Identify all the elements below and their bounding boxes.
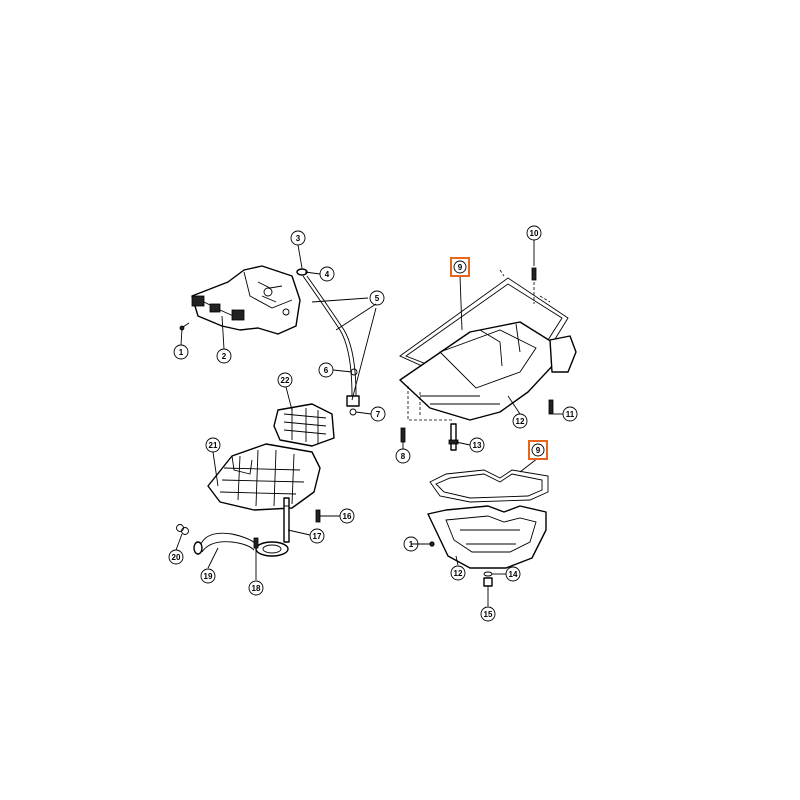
- bolt-part-18: [253, 537, 259, 549]
- callout-21: 21: [205, 437, 221, 453]
- drain-plug: [483, 577, 493, 587]
- lower-oil-pan: [427, 505, 547, 569]
- callout-10: 10: [526, 225, 542, 241]
- callout-1-left: 1: [173, 344, 189, 360]
- leader-lines: [175, 240, 563, 606]
- bolt-part-13: [448, 423, 459, 451]
- bolt-part-1-left: [179, 322, 190, 331]
- callout-6: 6: [318, 362, 334, 378]
- bedplate: [207, 443, 321, 511]
- svg-text:9: 9: [536, 446, 541, 455]
- svg-text:5: 5: [375, 294, 380, 303]
- callout-9-top-highlighted: 9: [450, 257, 470, 277]
- bolt-part-11: [548, 399, 554, 415]
- svg-text:4: 4: [325, 270, 330, 279]
- svg-text:10: 10: [530, 229, 539, 238]
- callout-1-right: 1: [403, 536, 419, 552]
- callout-11: 11: [562, 406, 578, 422]
- callout-7: 7: [370, 406, 386, 422]
- callout-2: 2: [216, 348, 232, 364]
- callout-3: 3: [290, 230, 306, 246]
- lower-oil-pan-gasket: [429, 469, 549, 503]
- svg-text:12: 12: [454, 569, 463, 578]
- svg-text:2: 2: [222, 352, 227, 361]
- callout-22: 22: [277, 372, 293, 388]
- callout-5: 5: [369, 290, 385, 306]
- svg-text:7: 7: [376, 410, 381, 419]
- svg-text:15: 15: [484, 610, 493, 619]
- svg-text:17: 17: [313, 532, 322, 541]
- bolt-part-8: [400, 427, 406, 443]
- svg-text:1: 1: [409, 540, 414, 549]
- callout-12-top: 12: [512, 413, 528, 429]
- callout-18: 18: [248, 580, 264, 596]
- svg-text:12: 12: [516, 417, 525, 426]
- svg-text:3: 3: [296, 234, 301, 243]
- callout-17: 17: [309, 528, 325, 544]
- svg-text:21: 21: [209, 441, 218, 450]
- callout-12-bottom: 12: [450, 565, 466, 581]
- oil-pickup-tube: [193, 532, 289, 557]
- callout-20: 20: [168, 549, 184, 565]
- svg-text:18: 18: [252, 584, 261, 593]
- dipstick-tube: [296, 268, 360, 416]
- bolt-part-10: [531, 267, 537, 304]
- svg-text:13: 13: [473, 441, 482, 450]
- o-rings-part-20: [176, 524, 189, 535]
- windage-tray: [273, 403, 335, 447]
- svg-text:1: 1: [179, 348, 184, 357]
- svg-text:19: 19: [204, 572, 213, 581]
- callout-19: 19: [200, 568, 216, 584]
- svg-text:8: 8: [401, 452, 406, 461]
- svg-text:6: 6: [324, 366, 329, 375]
- bolt-part-1-right: [429, 541, 435, 547]
- svg-text:14: 14: [509, 570, 518, 579]
- upper-oil-pan: [399, 321, 577, 421]
- callout-8: 8: [395, 448, 411, 464]
- callout-9-bottom-highlighted: 9: [528, 440, 548, 460]
- callout-16: 16: [339, 508, 355, 524]
- svg-text:22: 22: [281, 376, 290, 385]
- callout-14: 14: [505, 566, 521, 582]
- svg-text:9: 9: [458, 263, 463, 272]
- bolt-part-17: [283, 497, 290, 543]
- svg-text:11: 11: [566, 410, 575, 419]
- bolt-part-16: [315, 509, 321, 523]
- drain-plug-washer: [483, 571, 493, 577]
- callout-15: 15: [480, 606, 496, 622]
- oil-pump-housing-assembly: [191, 265, 301, 335]
- svg-text:20: 20: [172, 553, 181, 562]
- svg-text:16: 16: [343, 512, 352, 521]
- callout-4: 4: [319, 266, 335, 282]
- callout-13: 13: [469, 437, 485, 453]
